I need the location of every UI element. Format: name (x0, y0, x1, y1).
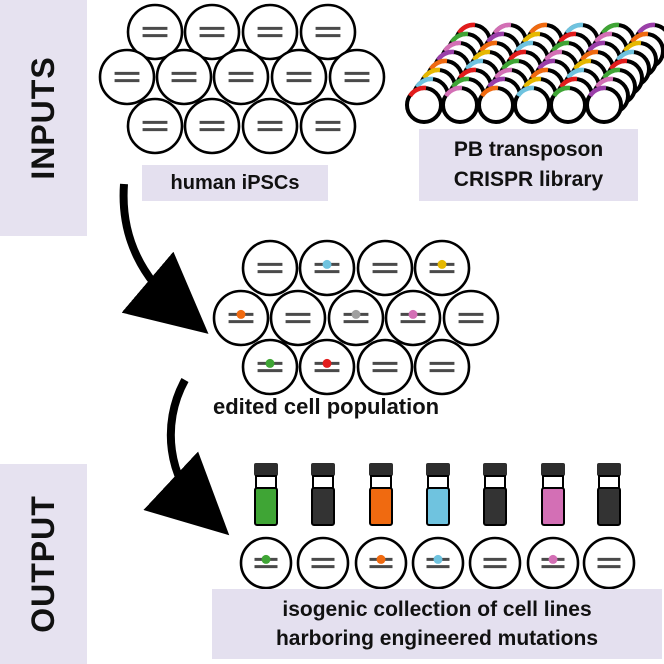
edited-cell-cluster (212, 239, 500, 396)
output-tab (0, 464, 87, 664)
edited-cell-12 (413, 338, 471, 396)
edited-cell-7 (384, 289, 442, 347)
clone-row (239, 536, 636, 590)
tube-1 (311, 463, 335, 526)
orange-mutation-dot (376, 554, 386, 564)
edited-cell-6 (327, 289, 385, 347)
plasmid-0-4 (549, 85, 587, 124)
plasmid-library-stack (405, 22, 664, 124)
ipsc-cell-cluster (98, 3, 386, 155)
plasmid-0-5 (585, 85, 623, 124)
tube-5 (541, 463, 565, 526)
plasmid-0-0 (405, 85, 443, 124)
green-mutation-dot (261, 554, 271, 564)
tube-2 (369, 463, 393, 526)
pink-mutation-dot (548, 554, 558, 564)
edited-population-label: edited cell population (213, 394, 440, 419)
edited-cell-11 (356, 338, 414, 396)
ipsc-cell-11 (241, 97, 299, 155)
ipsc-cell-12 (299, 97, 357, 155)
collection-line-1: isogenic collection of cell lines (282, 598, 592, 621)
blue-mutation-dot (322, 259, 332, 269)
ipsc-cell-5 (155, 48, 213, 106)
ipsc-cell-10 (183, 97, 241, 155)
green-mutation-dot (265, 358, 275, 368)
tube-4 (483, 463, 507, 526)
plasmid-0-1 (441, 85, 479, 124)
arrow-edited-to-output (143, 378, 230, 536)
library-line-1: PB transposon (453, 138, 604, 161)
ipsc-cell-0 (126, 3, 184, 61)
clone-cell-1 (296, 536, 350, 590)
edited-cell-9 (241, 338, 299, 396)
clone-cell-6 (582, 536, 636, 590)
tube-6 (597, 463, 621, 526)
ipsc-cell-9 (126, 97, 184, 155)
plasmid-0-3 (513, 85, 551, 124)
library-label: PB transposon CRISPR library (419, 129, 638, 201)
ipsc-cell-4 (98, 48, 156, 106)
ipsc-cell-7 (270, 48, 328, 106)
tube-row (254, 463, 621, 526)
clone-cell-3 (411, 536, 465, 590)
edited-cell-3 (413, 239, 471, 297)
ipsc-cell-6 (212, 48, 270, 106)
ipsc-cell-2 (241, 3, 299, 61)
collection-line-2: harboring engineered mutations (275, 627, 599, 650)
edited-cell-0 (241, 239, 299, 297)
edited-cell-1 (298, 239, 356, 297)
yellow-mutation-dot (437, 259, 447, 269)
tube-3 (426, 463, 450, 526)
red-mutation-dot (322, 358, 332, 368)
clone-cell-5 (526, 536, 580, 590)
arrow-ipsc-to-edited (119, 183, 209, 334)
collection-label: isogenic collection of cell lines harbor… (212, 589, 662, 659)
inputs-tab (0, 0, 87, 236)
blue-mutation-dot (433, 554, 443, 564)
edited-cell-10 (298, 338, 356, 396)
orange-mutation-dot (236, 309, 246, 319)
ipsc-cell-8 (328, 48, 386, 106)
edited-cell-5 (269, 289, 327, 347)
clone-cell-4 (468, 536, 522, 590)
ipsc-cell-3 (299, 3, 357, 61)
flow-arrows (119, 183, 230, 536)
plasmid-0-2 (477, 85, 515, 124)
human-ipscs-label: human iPSCs (142, 165, 328, 201)
clone-cell-0 (239, 536, 293, 590)
clone-cell-2 (354, 536, 408, 590)
human-ipscs-text: human iPSCs (170, 171, 300, 194)
gray-mutation-dot (351, 309, 361, 319)
edited-cell-8 (442, 289, 500, 347)
ipsc-cell-1 (183, 3, 241, 61)
pink-mutation-dot (408, 309, 418, 319)
library-line-2: CRISPR library (453, 168, 604, 191)
tube-0 (254, 463, 278, 526)
edited-cell-2 (356, 239, 414, 297)
edited-cell-4 (212, 289, 270, 347)
